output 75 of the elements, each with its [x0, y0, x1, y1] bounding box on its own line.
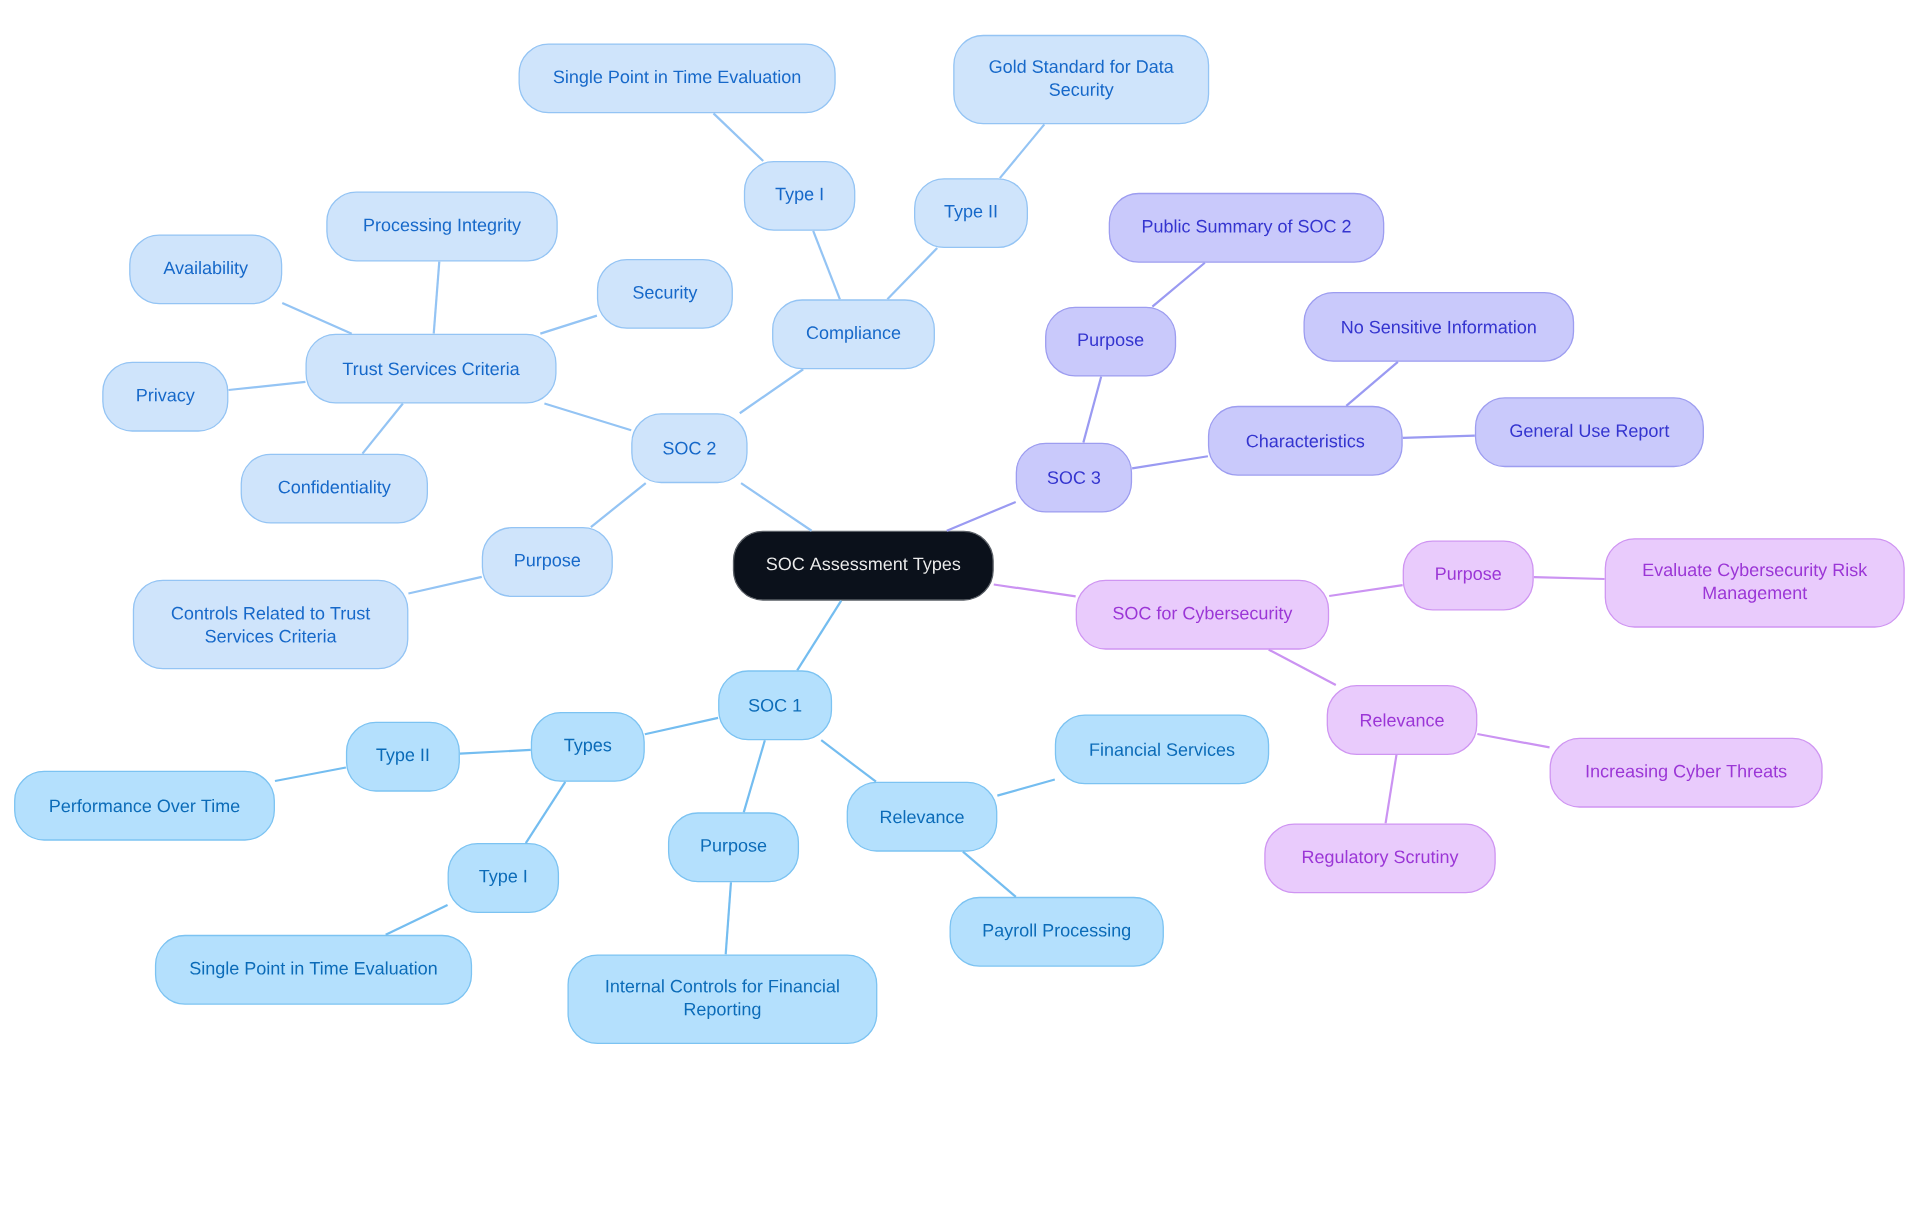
- central-topic-box: SOC Assessment Types: [732, 530, 994, 601]
- topic-box: Type II: [914, 178, 1028, 249]
- topic-box: Internal Controls for Financial Reporting: [567, 954, 878, 1044]
- topic-box: Payroll Processing: [949, 896, 1164, 967]
- connector-line: [962, 850, 1017, 898]
- connector-line: [886, 247, 938, 301]
- connector-line: [432, 261, 441, 334]
- connector-line: [999, 123, 1046, 179]
- connector-line: [361, 402, 404, 455]
- connector-line: [742, 739, 766, 813]
- connector-line: [796, 600, 843, 671]
- topic-box: General Use Report: [1474, 397, 1704, 468]
- topic-box: Purpose: [481, 527, 613, 597]
- topic-box: Purpose: [667, 812, 800, 883]
- topic-box: SOC 1: [718, 670, 833, 741]
- connector-line: [540, 314, 598, 335]
- topic-box: Compliance: [772, 299, 935, 370]
- connector-line: [1268, 648, 1337, 686]
- connector-line: [1329, 584, 1403, 598]
- connector-line: [997, 778, 1056, 797]
- topic-box: Performance Over Time: [14, 770, 275, 841]
- topic-box: SOC 3: [1015, 442, 1133, 513]
- connector-line: [644, 716, 719, 736]
- topic-box: Single Point in Time Evaluation: [154, 934, 473, 1005]
- connector-line: [812, 230, 841, 300]
- connector-line: [274, 766, 347, 783]
- connector-line: [740, 482, 813, 532]
- connector-line: [1402, 434, 1475, 439]
- topic-box: Types: [530, 711, 645, 782]
- connector-line: [544, 402, 632, 432]
- connector-line: [1477, 732, 1550, 749]
- connector-line: [408, 575, 482, 595]
- topic-box: Evaluate Cybersecurity Risk Management: [1604, 538, 1905, 628]
- connector-line: [590, 482, 647, 528]
- topic-box: Privacy: [102, 361, 229, 432]
- topic-box: Type I: [447, 843, 560, 913]
- topic-box: No Sensitive Information: [1303, 291, 1575, 362]
- connector-line: [1151, 261, 1206, 308]
- topic-box: Regulatory Scrutiny: [1264, 823, 1496, 894]
- topic-box: Characteristics: [1207, 405, 1403, 476]
- topic-box: Availability: [129, 234, 283, 305]
- connector-line: [459, 748, 531, 755]
- topic-box: Type I: [743, 160, 856, 231]
- topic-box: Public Summary of SOC 2: [1108, 192, 1385, 263]
- connector-line: [820, 739, 877, 783]
- topic-box: Controls Related to Trust Services Criteria: [132, 579, 409, 670]
- connector-line: [712, 112, 764, 162]
- connector-line: [724, 882, 733, 955]
- connector-line: [281, 302, 353, 335]
- connector-line: [385, 903, 449, 936]
- connector-line: [946, 500, 1017, 532]
- topic-box: Confidentiality: [240, 453, 428, 524]
- connector-line: [993, 583, 1076, 598]
- connector-line: [1131, 455, 1209, 470]
- topic-box: Processing Integrity: [326, 191, 558, 262]
- connector-line: [739, 368, 804, 415]
- connector-line: [1345, 361, 1399, 407]
- topic-box: Trust Services Criteria: [305, 333, 557, 404]
- connector-line: [524, 781, 567, 844]
- connector-line: [1082, 376, 1103, 443]
- connector-line: [1384, 754, 1398, 824]
- topic-box: Relevance: [1326, 685, 1478, 755]
- topic-box: SOC for Cybersecurity: [1075, 579, 1330, 650]
- topic-box: Relevance: [846, 781, 998, 852]
- connector-line: [1533, 576, 1605, 581]
- topic-box: SOC 2: [631, 413, 748, 484]
- topic-box: Increasing Cyber Threats: [1549, 737, 1823, 808]
- connector-line: [228, 380, 306, 392]
- topic-box: Purpose: [1402, 540, 1534, 611]
- topic-box: Single Point in Time Evaluation: [518, 43, 836, 114]
- topic-box: Purpose: [1045, 306, 1177, 377]
- topic-box: Type II: [345, 721, 460, 792]
- topic-box: Security: [596, 258, 733, 329]
- topic-box: Financial Services: [1054, 714, 1270, 785]
- topic-box: Gold Standard for Data Security: [953, 34, 1210, 125]
